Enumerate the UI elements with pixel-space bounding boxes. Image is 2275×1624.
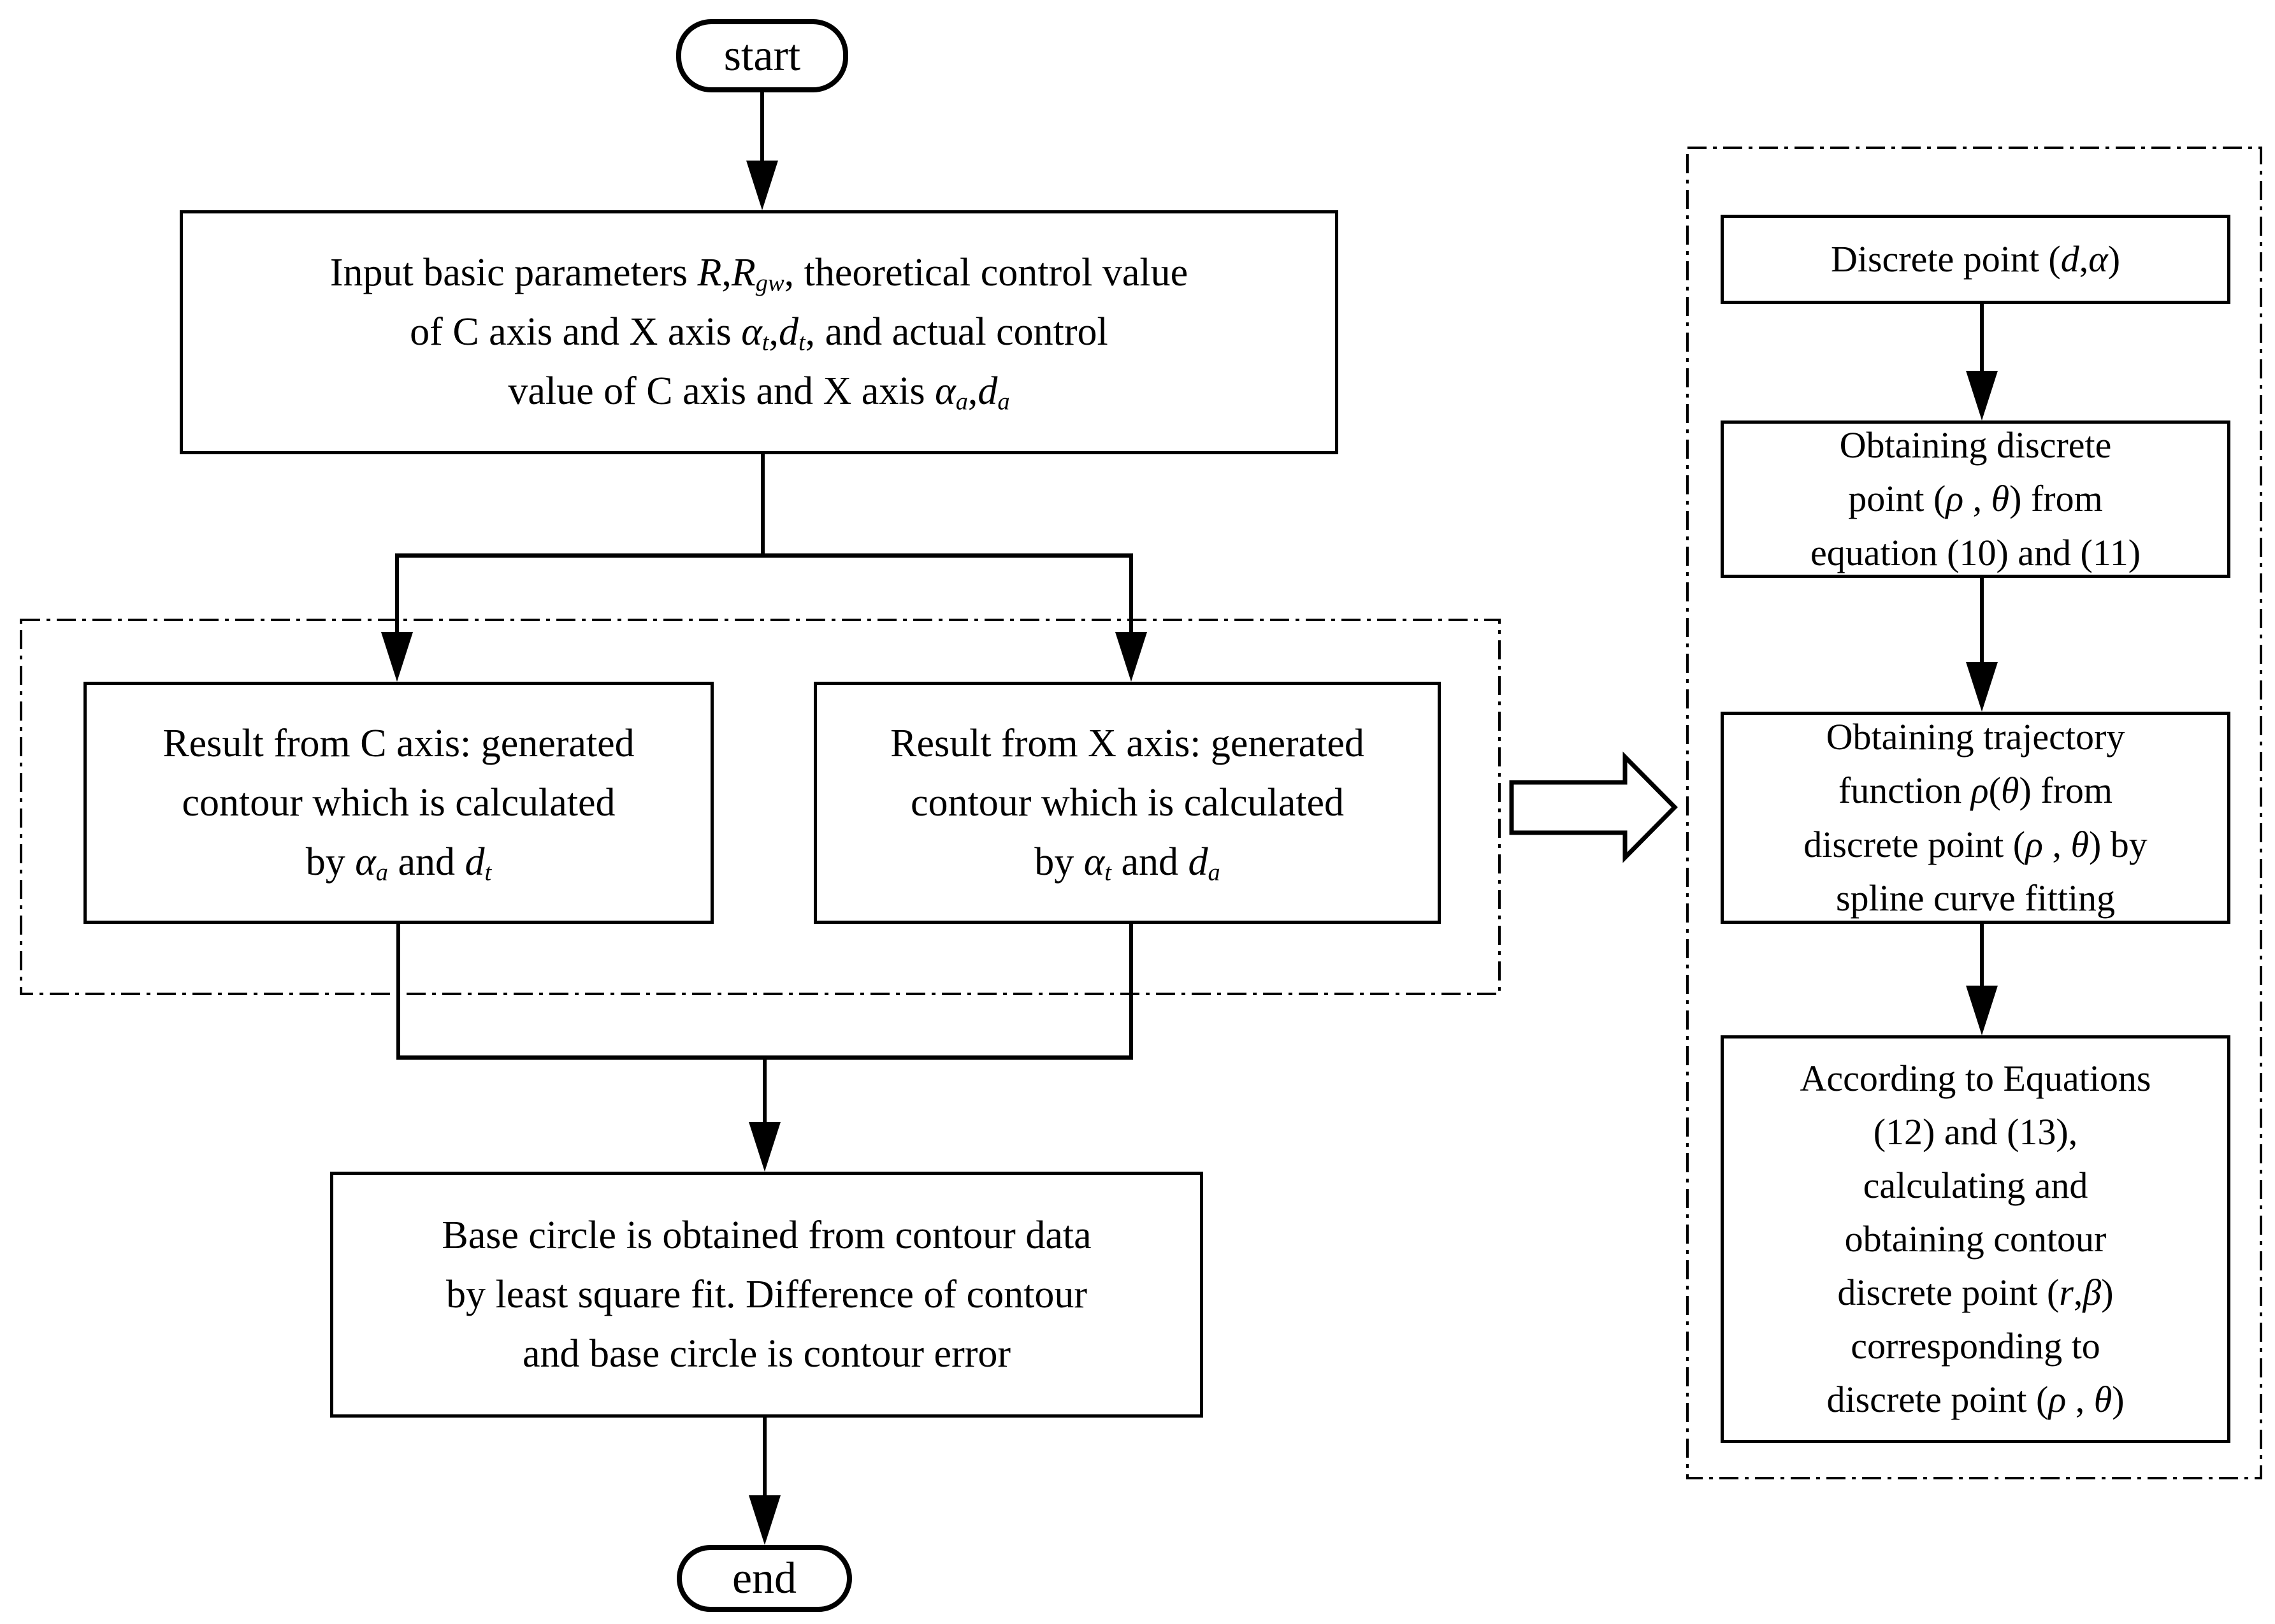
arrowhead-input	[746, 161, 778, 210]
arrowhead-end	[749, 1495, 781, 1545]
arrowhead-rb2	[1966, 371, 1998, 420]
base-circle-text: Base circle is obtained from contour dat…	[442, 1213, 1092, 1376]
arrowhead-rb3	[1966, 662, 1998, 712]
arrowhead-base	[749, 1122, 781, 1172]
arrowhead-result-x	[1115, 632, 1147, 682]
arrowhead-result-c	[381, 632, 413, 682]
input-parameters-box: Input basic parameters R,Rgw, theoretica…	[180, 210, 1338, 454]
base-circle-box: Base circle is obtained from contour dat…	[330, 1172, 1203, 1418]
contour-point-box: According to Equations(12) and (13),calc…	[1721, 1035, 2230, 1443]
discrete-point-text: Discrete point (d,α)	[1830, 238, 2121, 280]
end-label: end	[732, 1553, 797, 1603]
contour-point-text: According to Equations(12) and (13),calc…	[1800, 1057, 2151, 1421]
start-label: start	[723, 31, 801, 80]
discrete-point-box: Discrete point (d,α)	[1721, 215, 2230, 304]
right-dashed-container	[1686, 147, 2262, 1479]
start-terminal: start	[676, 19, 848, 92]
block-arrow-icon	[1509, 751, 1678, 863]
left-dashed-container	[20, 619, 1501, 995]
arrowhead-rb4	[1966, 986, 1998, 1035]
input-parameters-text: Input basic parameters R,Rgw, theoretica…	[329, 251, 1188, 415]
end-terminal: end	[677, 1545, 852, 1612]
